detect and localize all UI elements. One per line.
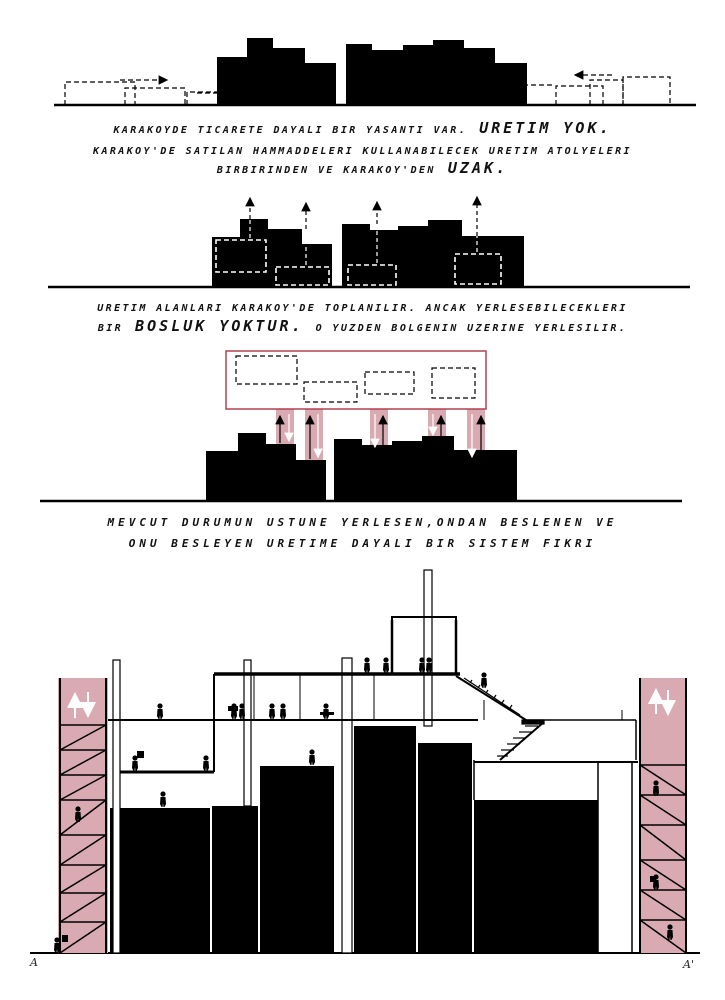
elevated-frame (225, 350, 487, 410)
panel-2-collected-workshops (48, 195, 690, 289)
dashed-workshops-inside (215, 239, 502, 286)
person-icon (323, 703, 329, 719)
right-tower (639, 678, 687, 954)
caption-2-line-1: URETIM ALANLARI KARAKOY'DE TOPLANILIR. A… (97, 303, 628, 314)
upward-dashed-lines (249, 219, 478, 265)
carried-boxes (62, 706, 656, 942)
section-drawing (30, 569, 700, 954)
building-block-left (217, 38, 336, 105)
building-block-right-3 (334, 436, 517, 501)
caption-2-line-2: BIR BOSLUK YOKTUR. O YUZDEN BOLGENIN UZE… (97, 317, 628, 335)
left-tower (58, 678, 108, 954)
person-icon (280, 703, 286, 719)
panel-3-arrows-up (275, 414, 486, 459)
person-icon (203, 755, 209, 771)
panel-3-elevated-system (40, 350, 682, 503)
building-block-left-2 (212, 219, 332, 287)
person-icon (419, 657, 425, 673)
person-icon (231, 703, 237, 719)
person-icon (364, 657, 370, 673)
building-block-right-2 (342, 220, 524, 287)
person-icon (54, 937, 60, 953)
caption-1-line-3: BIRBIRINDEN VE KARAKOY'DEN UZAK. (216, 159, 509, 177)
person-icon (309, 749, 315, 765)
elevated-platform (108, 616, 638, 953)
panel-3-arrows-down (284, 414, 477, 459)
section-label-right: A' (683, 958, 694, 971)
person-icon (481, 672, 487, 688)
person-icon (160, 791, 166, 807)
person-icon (269, 703, 275, 719)
building-block-left-3 (206, 433, 326, 501)
section-label-left: A (30, 956, 38, 969)
panel-1-scattered-workshops (54, 38, 696, 107)
dashed-workshops-left (64, 81, 217, 105)
up-arrows (245, 195, 482, 236)
caption-3-line-1: MEVCUT DURUMUN USTUNE YERLESEN,ONDAN BES… (107, 516, 618, 529)
caption-1-line-1: KARAKOYDE TICARETE DAYALI BIR YASANTI VA… (113, 119, 612, 137)
stairs (463, 677, 545, 761)
existing-building-masses (110, 726, 598, 953)
caption-1-line-2: KARAKOY'DE SATILAN HAMMADDELERI KULLANAB… (93, 146, 632, 157)
columns (112, 569, 433, 954)
person-icon (157, 703, 163, 719)
caption-3-line-2: ONU BESLEYEN URETIME DAYALI BIR SISTEM F… (128, 537, 597, 550)
person-icon (383, 657, 389, 673)
dashed-units-elevated (235, 355, 476, 403)
person-icon (239, 703, 245, 719)
building-block-right (346, 40, 527, 105)
dashed-workshops-right (555, 76, 671, 105)
